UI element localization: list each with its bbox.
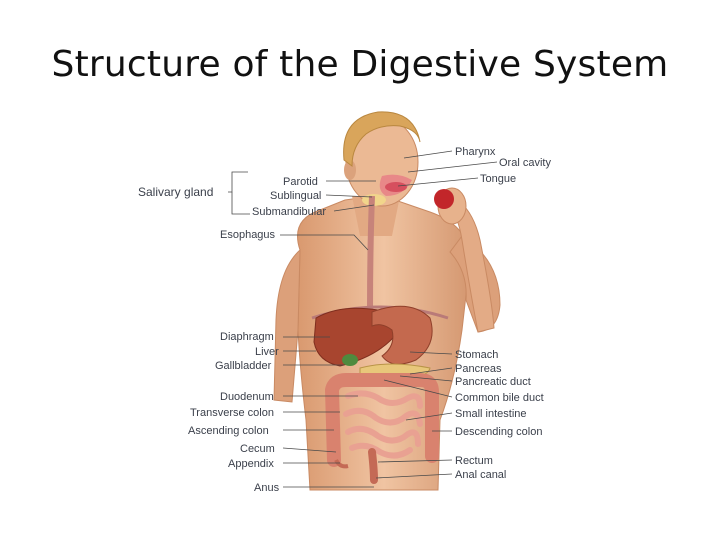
label-gallbladder: Gallbladder [215,360,272,372]
label-anal-canal: Anal canal [455,469,506,481]
label-submandibular: Submandibular [252,206,326,218]
leader-lines [228,150,498,488]
label-appendix: Appendix [228,458,274,470]
small-intestine-organ [343,390,423,459]
label-cecum: Cecum [240,443,275,455]
label-transverse-colon: Transverse colon [190,407,274,419]
label-rectum: Rectum [455,455,493,467]
rectum-organ [368,448,378,484]
label-tongue: Tongue [480,173,516,185]
label-duodenum: Duodenum [220,391,274,403]
label-descending-colon: Descending colon [455,426,542,438]
label-oral-cavity: Oral cavity [499,157,551,169]
label-ascending-colon: Ascending colon [188,425,269,437]
esophagus-tube [367,195,375,311]
arm-left [273,248,301,403]
label-small-intestine: Small intestine [455,408,527,420]
label-stomach: Stomach [455,349,498,361]
neck [352,196,400,236]
label-common-bile-duct: Common bile duct [455,392,544,404]
label-esophagus: Esophagus [220,229,276,241]
labels-left: Salivary gland Parotid Sublingual Subman… [138,176,326,494]
hair [343,111,421,167]
label-pancreas: Pancreas [455,363,502,375]
label-pharynx: Pharynx [455,146,496,158]
label-parotid: Parotid [283,176,318,188]
gallbladder-organ [342,354,358,366]
apple-icon [434,189,454,209]
label-liver: Liver [255,346,279,358]
ear [344,160,356,180]
appendix-organ [334,459,349,469]
label-diaphragm: Diaphragm [220,331,274,343]
slide-title: Structure of the Digestive System [51,44,669,85]
labels-right: Pharynx Oral cavity Tongue Stomach Pancr… [455,146,551,481]
colon-organ [324,373,439,467]
label-anus: Anus [254,482,280,494]
tongue-shape [385,182,407,192]
label-sublingual: Sublingual [270,190,321,202]
label-pancreatic-duct: Pancreatic duct [455,376,531,388]
label-salivary-gland: Salivary gland [138,185,213,199]
